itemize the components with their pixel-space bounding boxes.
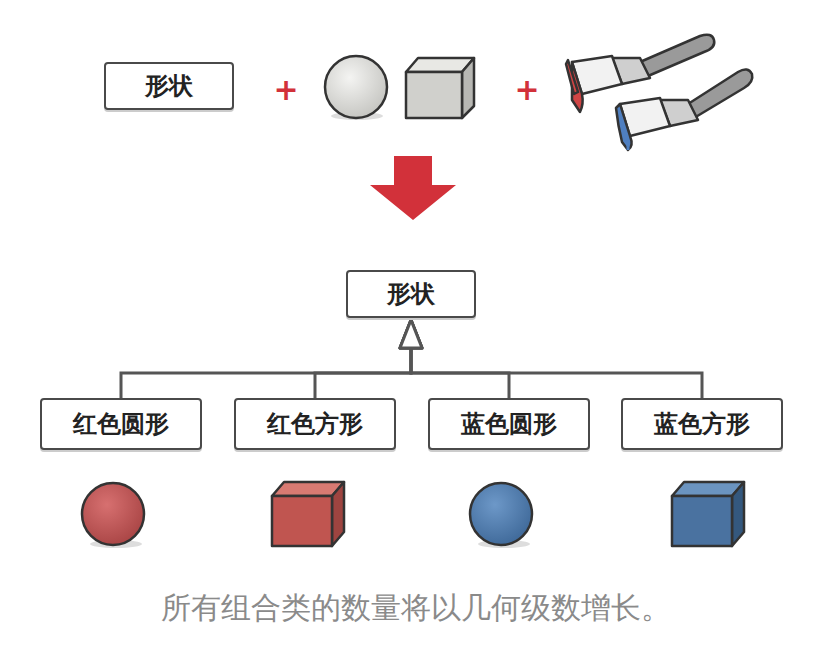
- subclass-box: 红色方形: [234, 398, 396, 450]
- class-name: 形状: [387, 278, 435, 310]
- class-name: 红色方形: [267, 408, 363, 440]
- plus-sign: +: [273, 72, 298, 107]
- base-class-box: 形状: [346, 270, 476, 318]
- subclass-box: 蓝色圆形: [428, 398, 590, 450]
- class-name: 红色圆形: [73, 408, 169, 440]
- paint-brushes: [566, 35, 752, 150]
- class-name: 蓝色圆形: [461, 408, 557, 440]
- red-sphere: [82, 483, 144, 548]
- red-cube: [272, 482, 344, 546]
- grey-cube: [406, 58, 474, 118]
- grey-sphere: [325, 56, 387, 120]
- blue-cube: [672, 482, 744, 546]
- plus-sign: +: [514, 72, 539, 107]
- inheritance-connector: [121, 320, 422, 398]
- inheritance-connector: [400, 320, 702, 398]
- shape-class-box: 形状: [104, 62, 234, 110]
- blue-sphere: [470, 483, 532, 548]
- inheritance-connector: [400, 320, 509, 398]
- inheritance-connector: [315, 320, 422, 398]
- class-name: 蓝色方形: [654, 408, 750, 440]
- class-name: 形状: [145, 70, 193, 102]
- down-arrow: [370, 156, 456, 220]
- subclass-box: 红色圆形: [40, 398, 202, 450]
- caption: 所有组合类的数量将以几何级数增长。: [161, 588, 671, 629]
- subclass-box: 蓝色方形: [621, 398, 783, 450]
